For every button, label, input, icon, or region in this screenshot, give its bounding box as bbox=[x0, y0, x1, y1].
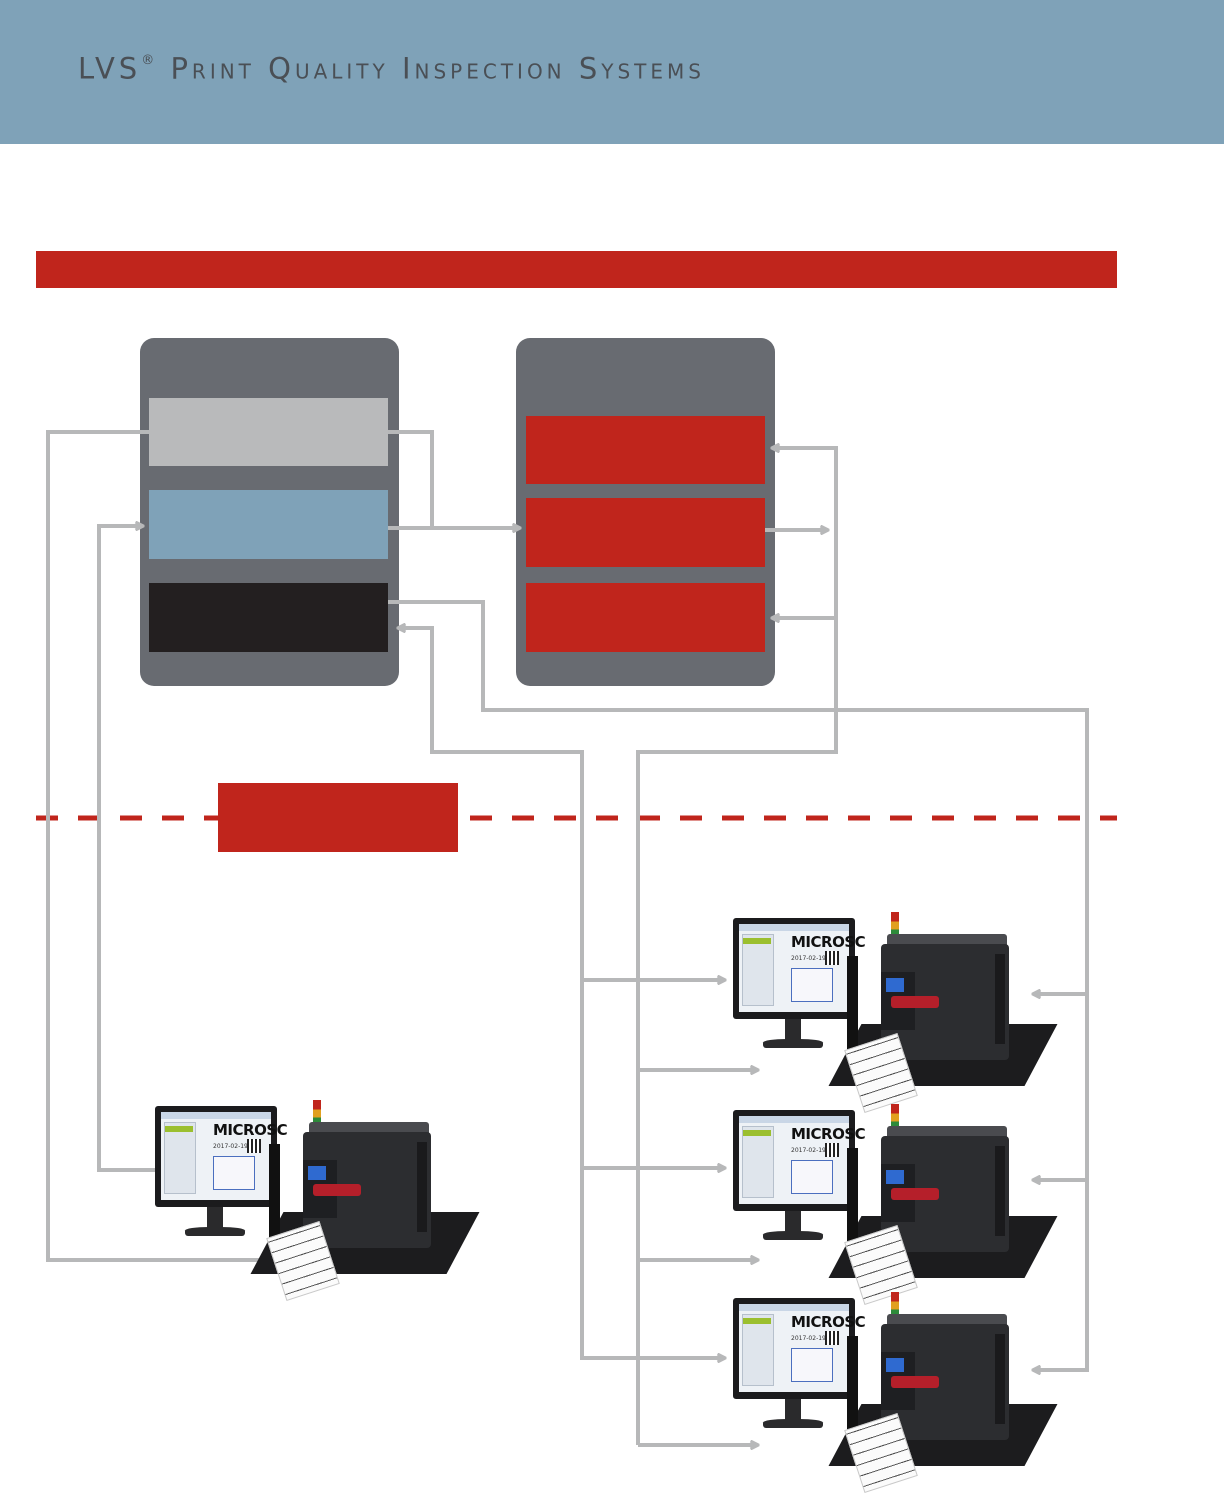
monitor: MICROSC 2017-02-19 bbox=[733, 1298, 866, 1399]
screen-label: MICROSC bbox=[213, 1121, 288, 1139]
qr-code-icon bbox=[247, 1139, 261, 1153]
header-band: LVS® Print Quality Inspection Systems bbox=[0, 0, 1224, 144]
screen-side-panel bbox=[742, 1126, 774, 1198]
title-text: Print Quality Inspection Systems bbox=[170, 51, 705, 86]
qr-code-icon bbox=[825, 1143, 839, 1157]
screen-label: MICROSC bbox=[791, 1125, 866, 1143]
printer-side-ridge bbox=[995, 954, 1005, 1044]
scanner-pole bbox=[847, 1336, 858, 1436]
monitor-screen: MICROSC 2017-02-19 bbox=[739, 924, 866, 1012]
stack-light-icon bbox=[891, 1104, 899, 1136]
screen-date: 2017-02-19 bbox=[791, 1335, 826, 1342]
printer-display bbox=[886, 1170, 904, 1184]
connector-monitor-2 bbox=[580, 980, 725, 1170]
screen-pass-indicator bbox=[743, 938, 771, 944]
monitor-base bbox=[185, 1227, 245, 1236]
section-bar bbox=[36, 251, 1117, 288]
screen-date: 2017-02-19 bbox=[791, 955, 826, 962]
qr-code-icon bbox=[825, 1331, 839, 1345]
monitor-stand bbox=[785, 1399, 801, 1421]
page-title: LVS® Print Quality Inspection Systems bbox=[78, 50, 705, 84]
monitor-stand bbox=[207, 1207, 223, 1229]
printer-side-ridge bbox=[995, 1146, 1005, 1236]
monitor-base bbox=[763, 1039, 823, 1048]
monitor-base bbox=[763, 1231, 823, 1240]
printer-side-ridge bbox=[417, 1142, 427, 1232]
screen-title-bar bbox=[739, 924, 849, 931]
printer-red-rail bbox=[313, 1184, 361, 1196]
screen-date: 2017-02-19 bbox=[213, 1143, 248, 1150]
scanner-pole bbox=[269, 1144, 280, 1244]
printer-display bbox=[308, 1166, 326, 1180]
stack-light-icon bbox=[891, 912, 899, 944]
label-image-preview bbox=[791, 1160, 833, 1194]
screen-pass-indicator bbox=[743, 1130, 771, 1136]
connector-monitor-3 bbox=[580, 1168, 725, 1360]
printer-display bbox=[886, 978, 904, 992]
printer-red-rail bbox=[891, 996, 939, 1008]
connector-single-station-to-middle-block bbox=[97, 526, 162, 1172]
screen-date: 2017-02-19 bbox=[791, 1147, 826, 1154]
screen-title-bar bbox=[739, 1116, 849, 1123]
monitor: MICROSC 2017-02-19 bbox=[733, 1110, 866, 1211]
printer-red-rail bbox=[891, 1188, 939, 1200]
scanner-pole bbox=[847, 956, 858, 1056]
screen-label: MICROSC bbox=[791, 1313, 866, 1331]
screen-pass-indicator bbox=[743, 1318, 771, 1324]
connector-top-block-to-single-station bbox=[46, 430, 280, 1260]
screen-title-bar bbox=[739, 1304, 849, 1311]
divider-label-box bbox=[218, 783, 458, 852]
monitor-stand bbox=[785, 1019, 801, 1041]
label-image-preview bbox=[791, 968, 833, 1002]
monitor-base bbox=[763, 1419, 823, 1428]
left-panel-block-bottom bbox=[149, 583, 388, 652]
right-panel-block-middle bbox=[526, 498, 765, 567]
screen-pass-indicator bbox=[165, 1126, 193, 1132]
monitor-screen: MICROSC 2017-02-19 bbox=[739, 1116, 866, 1204]
screen-side-panel bbox=[164, 1122, 196, 1194]
left-panel-block-middle bbox=[149, 490, 388, 559]
inspection-station-1: MICROSC 2017-02-19 bbox=[733, 912, 1058, 1114]
inspection-station-2: MICROSC 2017-02-19 bbox=[733, 1104, 1058, 1306]
brand-name: LVS bbox=[78, 51, 142, 86]
label-image-preview bbox=[791, 1348, 833, 1382]
screen-side-panel bbox=[742, 934, 774, 1006]
stack-light-icon bbox=[313, 1100, 321, 1132]
single-inspection-station: MICROSC 2017-02-19 bbox=[155, 1100, 480, 1302]
monitor: MICROSC 2017-02-19 bbox=[733, 918, 866, 1019]
stack-light-icon bbox=[891, 1292, 899, 1324]
screen-title-bar bbox=[161, 1112, 271, 1119]
screen-side-panel bbox=[742, 1314, 774, 1386]
qr-code-icon bbox=[825, 951, 839, 965]
printer-display bbox=[886, 1358, 904, 1372]
monitor: MICROSC 2017-02-19 bbox=[155, 1106, 288, 1207]
printer-red-rail bbox=[891, 1376, 939, 1388]
right-panel-block-bottom bbox=[526, 583, 765, 652]
monitor-screen: MICROSC 2017-02-19 bbox=[161, 1112, 288, 1200]
monitor-screen: MICROSC 2017-02-19 bbox=[739, 1304, 866, 1392]
connector-top-block-to-right-panel bbox=[388, 430, 434, 528]
inspection-station-3: MICROSC 2017-02-19 bbox=[733, 1292, 1058, 1494]
left-panel-block-top bbox=[149, 398, 388, 466]
scanner-pole bbox=[847, 1148, 858, 1248]
right-panel-block-top bbox=[526, 416, 765, 484]
label-image-preview bbox=[213, 1156, 255, 1190]
registered-mark: ® bbox=[141, 53, 155, 68]
screen-label: MICROSC bbox=[791, 933, 866, 951]
connector-labels-to-right-top-block bbox=[636, 448, 838, 1445]
printer-side-ridge bbox=[995, 1334, 1005, 1424]
monitor-stand bbox=[785, 1211, 801, 1233]
